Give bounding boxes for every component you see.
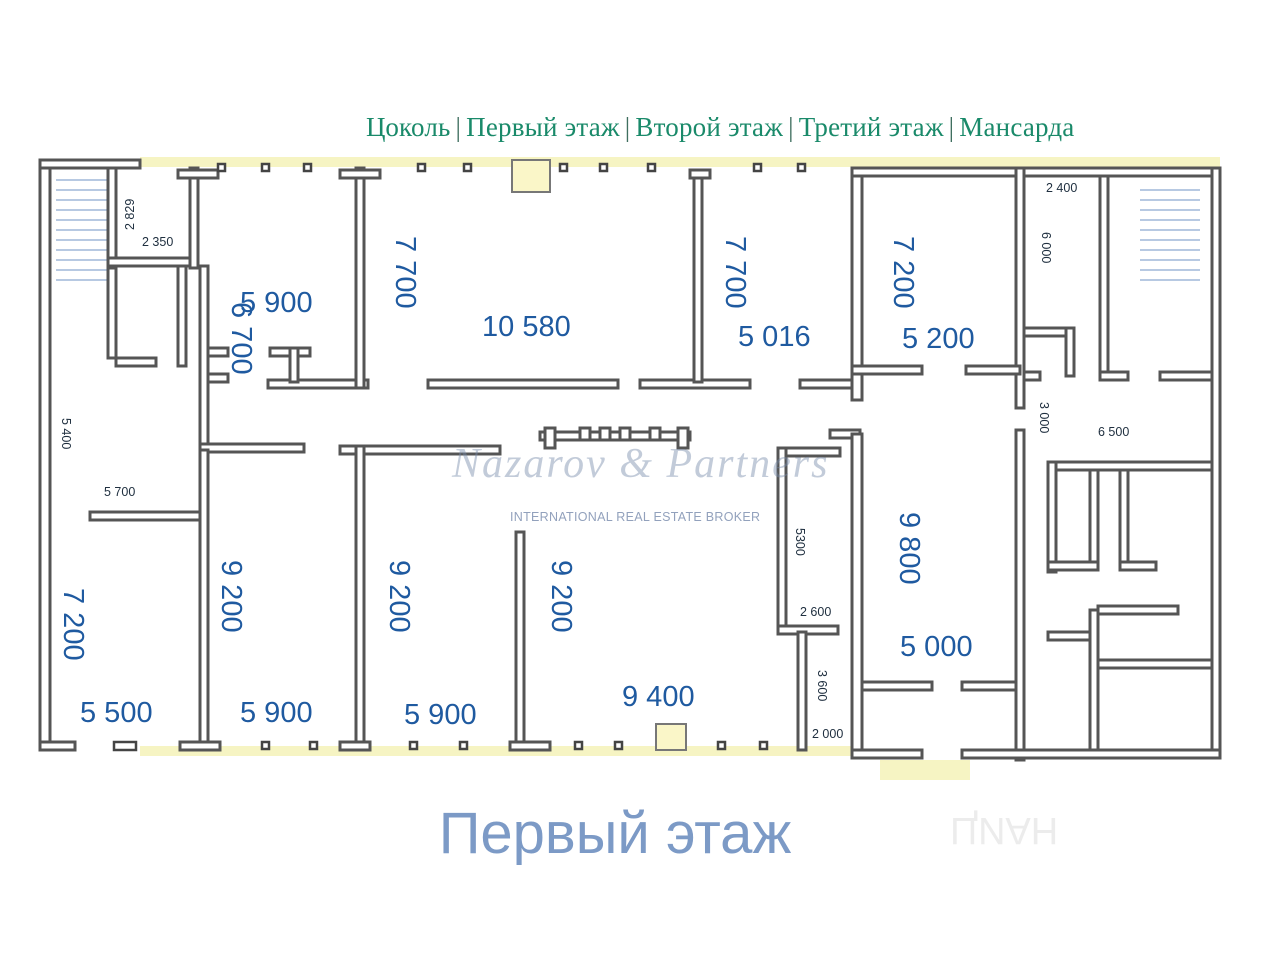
dim-label: 5 900 [404, 699, 477, 731]
dim-label: 6 000 [1039, 232, 1053, 263]
dim-label: 5 900 [240, 697, 313, 729]
walls [38, 158, 1222, 762]
nav-mansard[interactable]: Мансарда [959, 112, 1075, 142]
dim-label: 6 700 [225, 302, 257, 375]
watermark-tagline: INTERNATIONAL REAL ESTATE BROKER [510, 510, 761, 524]
dim-label: 9 200 [383, 560, 415, 633]
dim-label: 5300 [793, 528, 807, 556]
dim-label: 2 400 [1046, 181, 1077, 195]
nav-separator: | [624, 112, 631, 142]
dimension-labels: 2 829 2 350 6 700 5 900 7 700 10 580 7 7… [57, 181, 1129, 741]
dim-label: 5 000 [900, 631, 973, 663]
dim-label: 9 200 [545, 560, 577, 633]
dim-label: 5 900 [240, 287, 313, 319]
dim-label: 5 500 [80, 697, 153, 729]
staircase-right [1140, 189, 1200, 281]
dim-label: 7 200 [57, 588, 89, 661]
dim-label: 2 600 [800, 605, 831, 619]
dim-label: 5 016 [738, 321, 811, 353]
dim-label: 7 200 [887, 236, 919, 309]
watermark-brand: Nazarov & Partners [452, 441, 830, 487]
dim-label: 6 500 [1098, 425, 1129, 439]
nav-separator: | [948, 112, 955, 142]
dim-label: 2 350 [142, 235, 173, 249]
dim-label: 3 600 [815, 670, 829, 701]
dim-label: 7 700 [389, 236, 421, 309]
dim-label: 5 200 [902, 323, 975, 355]
entrance-steps [511, 159, 687, 751]
windows [112, 162, 807, 752]
floor-navigation: Цоколь|Первый этаж|Второй этаж|Третий эт… [366, 112, 1074, 143]
floor-title: Первый этаж [438, 801, 792, 866]
dim-label: 7 700 [719, 236, 751, 309]
nav-separator: | [455, 112, 462, 142]
dim-label: 3 000 [1037, 402, 1051, 433]
nav-first-floor[interactable]: Первый этаж [466, 112, 620, 142]
dim-label: 10 580 [482, 311, 571, 343]
staircase-left [56, 179, 108, 281]
dim-label: 9 400 [622, 681, 695, 713]
nav-separator: | [788, 112, 794, 142]
dim-label: 5 700 [104, 485, 135, 499]
nav-third-floor[interactable]: Третий этаж [798, 112, 944, 142]
facade-highlight [140, 157, 1220, 780]
dim-label: 5 400 [59, 418, 73, 449]
dim-label: 9 200 [215, 560, 247, 633]
nav-second-floor[interactable]: Второй этаж [635, 112, 784, 142]
dim-label: 2 000 [812, 727, 843, 741]
dim-label: 9 800 [893, 512, 925, 585]
dim-label: 2 829 [123, 199, 137, 230]
nav-tsokol[interactable]: Цоколь [366, 112, 451, 142]
